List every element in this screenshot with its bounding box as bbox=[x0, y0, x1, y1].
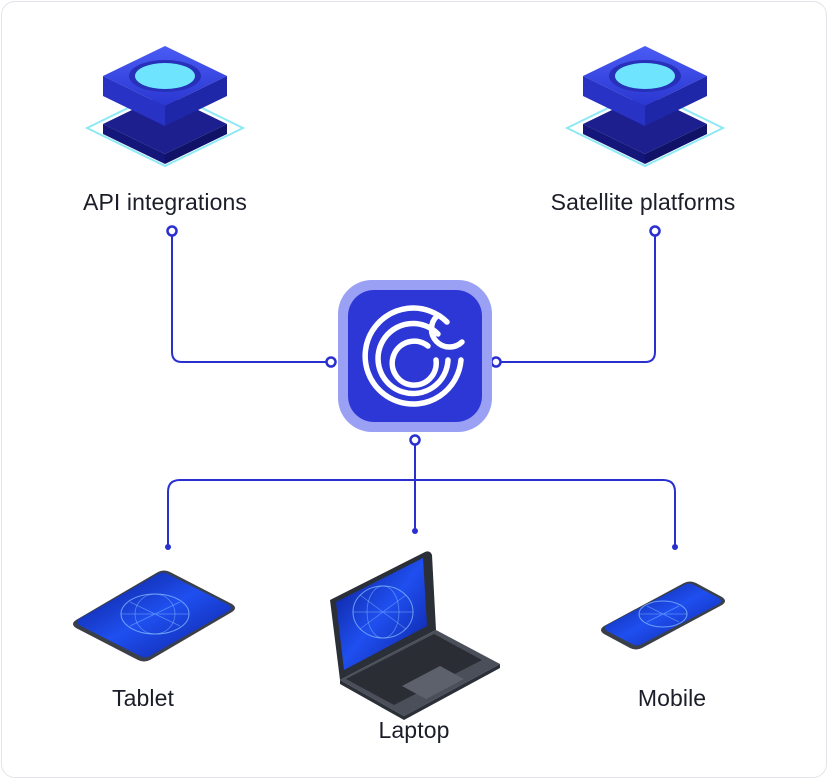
label-mobile: Mobile bbox=[637, 685, 707, 711]
connector-devices-bar bbox=[167, 479, 676, 546]
laptop-icon bbox=[330, 551, 500, 720]
server-stack-icon bbox=[564, 46, 726, 168]
brand-logo-icon bbox=[362, 305, 465, 407]
connector-lines bbox=[167, 232, 676, 546]
dot-hub-right bbox=[490, 356, 502, 368]
hub-node bbox=[338, 280, 492, 432]
dot-hub-bottom bbox=[409, 434, 421, 446]
server-stack-icon bbox=[84, 46, 246, 168]
dot-api-top bbox=[166, 225, 178, 237]
dot-hub-left bbox=[325, 356, 337, 368]
label-laptop: Laptop bbox=[378, 717, 450, 743]
dot-mobile bbox=[672, 544, 678, 550]
dot-laptop bbox=[412, 528, 418, 534]
label-api-integrations: API integrations bbox=[83, 189, 247, 215]
smartphone-icon bbox=[601, 581, 725, 650]
label-tablet: Tablet bbox=[112, 685, 174, 711]
tablet-icon bbox=[73, 570, 235, 662]
label-satellite-platforms: Satellite platforms bbox=[550, 189, 736, 215]
connector-api bbox=[171, 232, 330, 363]
dot-tablet bbox=[165, 544, 171, 550]
connector-satellite bbox=[497, 232, 656, 363]
connector-dots bbox=[165, 225, 678, 550]
dot-satellite-top bbox=[649, 225, 661, 237]
